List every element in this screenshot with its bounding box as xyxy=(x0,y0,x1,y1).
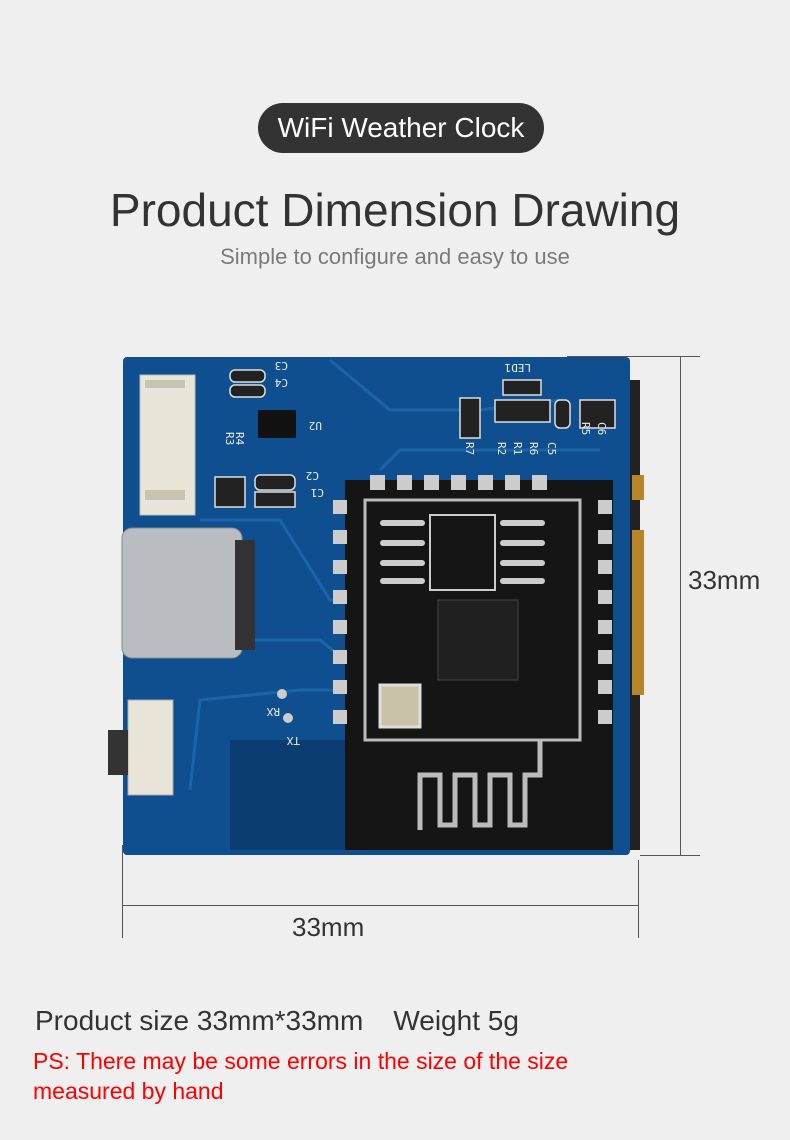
silk-r5: R5 xyxy=(579,422,592,435)
silk-c2: C2 xyxy=(306,469,319,482)
product-size: Product size 33mm*33mm xyxy=(35,1005,364,1036)
dimension-top-tick xyxy=(567,356,700,357)
page-subtitle: Simple to configure and easy to use xyxy=(220,244,570,269)
silk-c5: C5 xyxy=(545,442,558,455)
measurement-note: PS: There may be some errors in the size… xyxy=(33,1048,569,1104)
silk-r6: R6 xyxy=(527,442,540,455)
product-weight: Weight 5g xyxy=(393,1005,519,1036)
product-specs: Product size 33mm*33mm Weight 5g xyxy=(35,1005,519,1037)
silk-r2: R2 xyxy=(495,442,508,455)
silk-r4: R4 xyxy=(233,432,246,446)
silk-r3: R3 xyxy=(223,432,236,445)
silk-rx: RX xyxy=(266,705,280,718)
silk-c1: C1 xyxy=(311,486,324,499)
height-dimension-line xyxy=(680,356,681,856)
silk-r7: R7 xyxy=(463,442,476,455)
height-dimension-label: 33mm xyxy=(688,565,761,595)
pcb-photo: C3 C4 U2 R3 R4 C2 C1 LED1 R7 R2 R1 R6 C5… xyxy=(108,357,644,855)
silk-c4: C4 xyxy=(274,376,288,389)
page-title: Product Dimension Drawing xyxy=(109,184,681,236)
dimension-right-tick xyxy=(638,860,639,938)
width-dimension-line xyxy=(122,905,639,906)
product-badge: WiFi Weather Clock xyxy=(258,103,544,153)
dimension-left-tick xyxy=(122,845,123,938)
silk-c6: C6 xyxy=(595,422,608,435)
silk-led1: LED1 xyxy=(505,361,532,374)
dimension-bottom-tick xyxy=(640,855,700,856)
width-dimension-label: 33mm xyxy=(292,912,365,942)
silk-u2: U2 xyxy=(309,419,322,432)
silk-c3: C3 xyxy=(275,359,288,372)
silk-r1: R1 xyxy=(511,442,524,455)
silk-tx: TX xyxy=(286,734,300,747)
